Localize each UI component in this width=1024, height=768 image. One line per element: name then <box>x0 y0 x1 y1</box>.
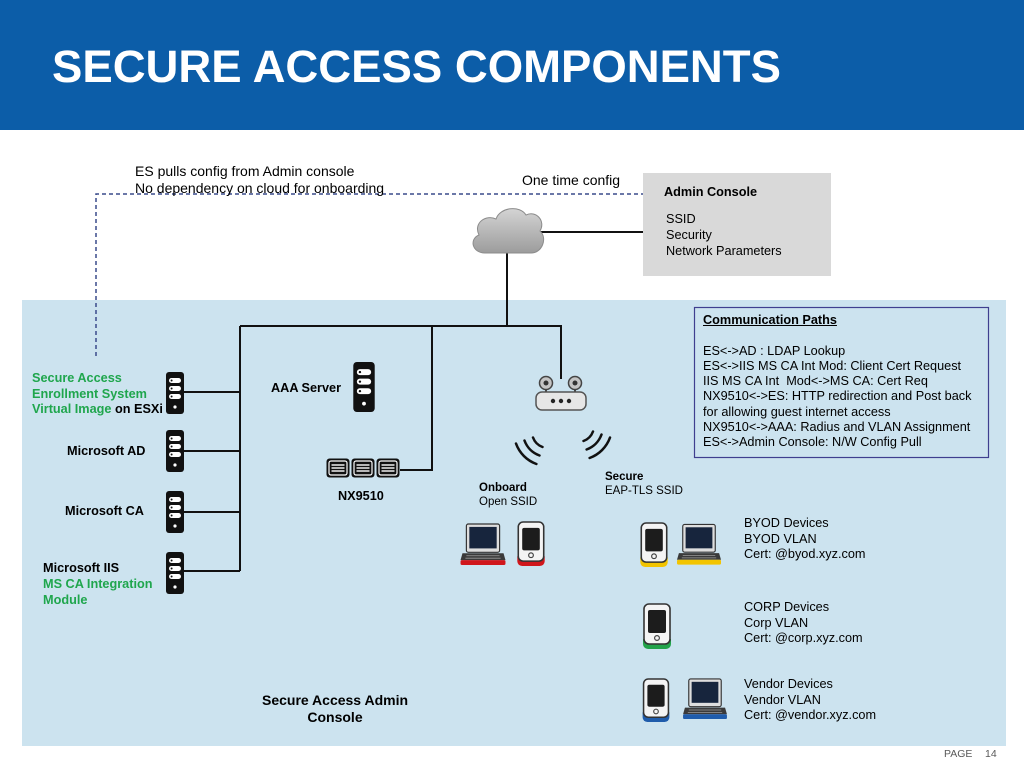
wifi-signal-icon-secure <box>582 430 612 460</box>
nx9510-label: NX9510 <box>338 489 384 504</box>
microsoft-ca-label: Microsoft CA <box>65 504 144 519</box>
device-group-line: Vendor VLAN <box>744 692 821 707</box>
onboard-ssid-subtitle: Open SSID <box>479 496 538 508</box>
communication-path: ES<->Admin Console: N/W Config Pull <box>703 435 922 450</box>
secure-ssid-label: Secure EAP-TLS SSID <box>605 470 683 498</box>
switch-icon <box>351 458 375 478</box>
secure-access-label: Secure Access Enrollment System Virtual … <box>32 371 163 418</box>
on-esxi-text: on ESXi <box>114 402 163 417</box>
communication-paths-title: Communication Paths <box>703 312 837 327</box>
communication-path: IIS MS CA Int Mod<->MS CA: Cert Req <box>703 374 928 389</box>
page-title: SECURE ACCESS COMPONENTS <box>52 41 781 92</box>
corp-devices-label: CORP Devices Corp VLAN Cert: @corp.xyz.c… <box>744 600 863 647</box>
onboard-laptop-icon <box>460 523 506 566</box>
microsoft-iis-label: Microsoft IIS MS CA Integration Module <box>43 560 153 608</box>
device-group-line: CORP Devices <box>744 600 830 615</box>
aaa-server-icon <box>353 362 375 412</box>
byod-laptop-icon <box>677 523 721 566</box>
wifi-signal-icon-onboard <box>514 436 544 466</box>
one-time-config-label: One time config <box>522 171 621 188</box>
byod-devices-label: BYOD Devices BYOD VLAN Cert: @byod.xyz.c… <box>744 516 865 563</box>
communication-path: ES<->AD : LDAP Lookup <box>703 343 846 358</box>
microsoft-iis-label-line-2: MS CA Integration <box>43 577 153 591</box>
admin-console-item: Security <box>666 228 712 242</box>
communication-path: NX9510<->AAA: Radius and VLAN Assignment <box>703 419 971 434</box>
admin-console-item: SSID <box>666 212 696 226</box>
admin-console-item: Network Parameters <box>666 244 782 258</box>
header-bar <box>0 0 1024 130</box>
nx9510-switch-icon <box>326 458 400 478</box>
device-group-line: Cert: @corp.xyz.com <box>744 631 863 646</box>
secure-ssid-title: Secure <box>605 471 644 483</box>
device-group-line: Corp VLAN <box>744 615 809 630</box>
admin-console-items: SSID Security Network Parameters <box>666 211 782 259</box>
secure-access-label-line-1: Secure Access <box>32 371 122 386</box>
communication-paths-box <box>693 306 990 459</box>
aaa-server-label: AAA Server <box>271 381 342 396</box>
page-number: 14 <box>985 748 997 760</box>
device-group-line: Cert: @byod.xyz.com <box>744 547 866 562</box>
device-group-line: Cert: @vendor.xyz.com <box>744 708 877 723</box>
admin-console-title: Admin Console <box>664 185 758 199</box>
admin-console-caption: Secure Access Admin Console <box>255 692 415 726</box>
onboard-ssid-label: Onboard Open SSID <box>479 481 537 509</box>
network-links <box>184 231 643 572</box>
microsoft-ad-label: Microsoft AD <box>67 444 146 459</box>
byod-phone-icon <box>640 522 668 567</box>
microsoft-ca-server-icon <box>166 491 184 533</box>
config-note-line-1: ES pulls config from Admin console <box>135 162 355 179</box>
vendor-laptop-icon <box>683 678 727 720</box>
device-group-line: BYOD Devices <box>744 516 829 531</box>
onboard-phone-icon <box>517 521 545 566</box>
vendor-devices-label: Vendor Devices Vendor VLAN Cert: @vendor… <box>744 677 876 724</box>
microsoft-iis-label-line-1: Microsoft IIS <box>43 561 120 575</box>
microsoft-iis-server-icon <box>166 552 184 594</box>
communication-path: for allowing guest internet access <box>703 404 891 419</box>
secure-access-label-line-2: Enrollment System <box>32 386 147 401</box>
virtual-image-text: Virtual Image <box>32 402 112 417</box>
admin-console-box <box>643 173 831 276</box>
device-group-line: BYOD VLAN <box>744 531 817 546</box>
onboard-ssid-title: Onboard <box>479 482 527 494</box>
wireless-router-icon <box>535 375 587 411</box>
secure-access-server-icon <box>166 372 184 414</box>
communication-paths-list: ES<->AD : LDAP Lookup ES<->IIS MS CA Int… <box>703 344 971 451</box>
secure-ssid-subtitle: EAP-TLS SSID <box>605 485 683 497</box>
admin-console-caption-line-1: Secure Access Admin <box>261 691 409 708</box>
communication-path: NX9510<->ES: HTTP redirection and Post b… <box>703 389 972 404</box>
page-label: PAGE <box>944 748 973 760</box>
lan-bus-to-router <box>240 325 562 379</box>
communication-path: ES<->IIS MS CA Int Mod: Client Cert Requ… <box>703 358 962 373</box>
lan-bus-to-nx9510 <box>400 326 433 471</box>
cloud-icon <box>472 208 545 254</box>
config-note-line-2: No dependency on cloud for onboarding <box>135 179 385 196</box>
vendor-phone-icon <box>642 678 670 722</box>
corp-phone-icon <box>643 603 671 649</box>
config-note: ES pulls config from Admin console No de… <box>135 163 384 197</box>
config-pull-dashed-line <box>95 193 643 356</box>
admin-console-caption-line-2: Console <box>307 708 363 725</box>
microsoft-ad-server-icon <box>166 430 184 472</box>
microsoft-iis-label-line-3: Module <box>43 593 88 607</box>
switch-icon <box>326 458 350 478</box>
switch-icon <box>376 458 400 478</box>
device-group-line: Vendor Devices <box>744 677 833 692</box>
